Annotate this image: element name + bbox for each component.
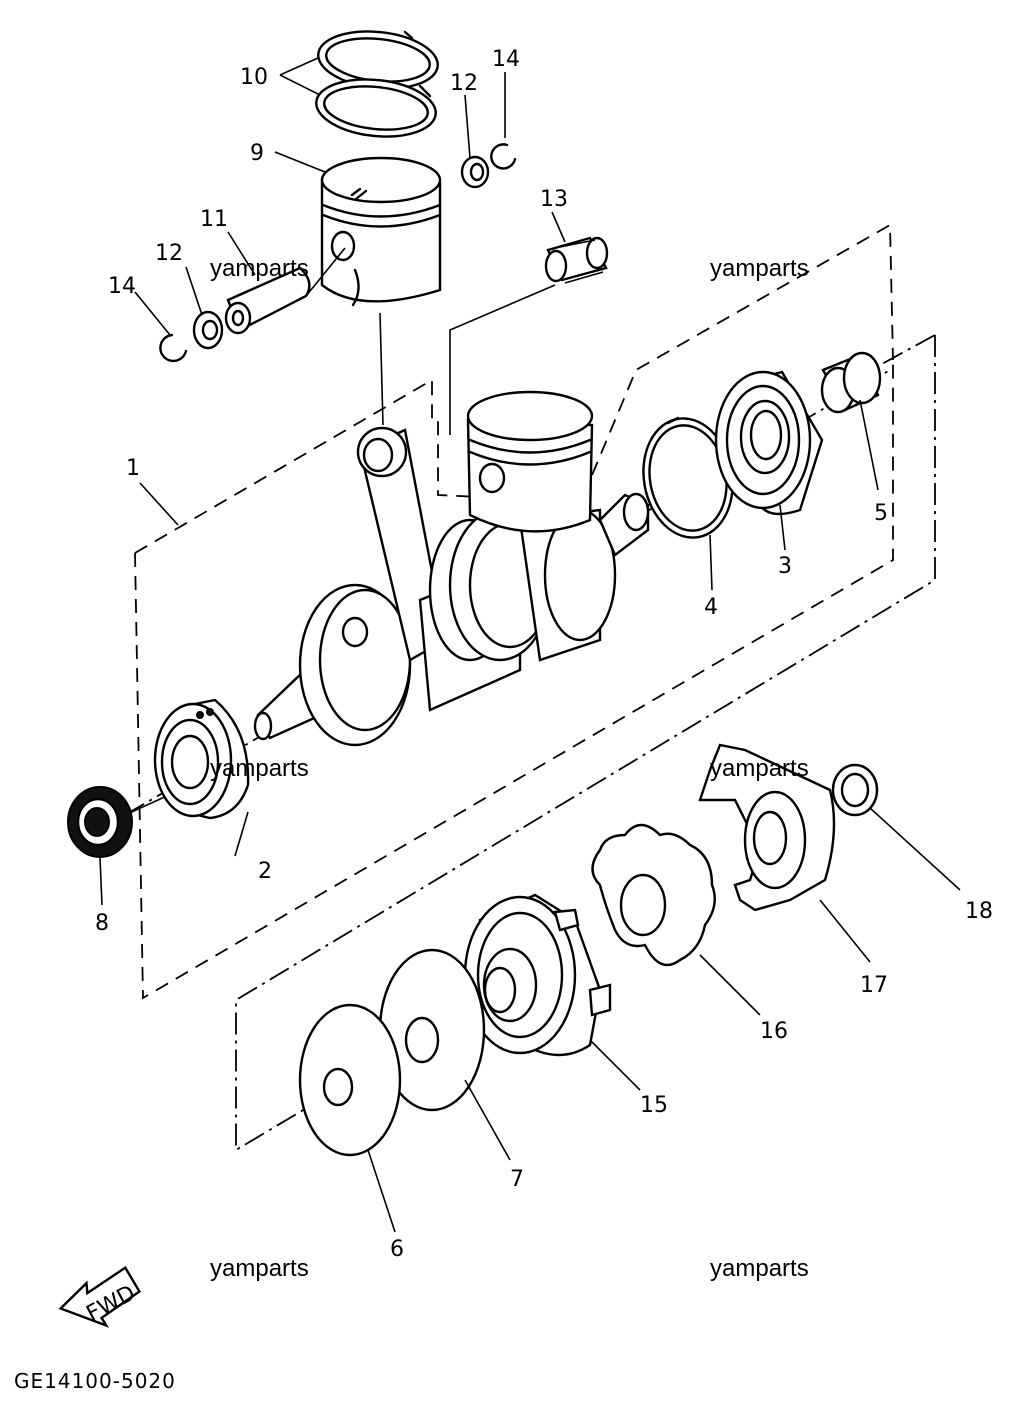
label-14-left: 14 (108, 274, 136, 299)
coupling-15 (463, 893, 612, 1057)
label-5: 5 (874, 501, 888, 526)
label-17: 17 (860, 973, 888, 998)
watermark: yamparts (210, 755, 309, 782)
label-15: 15 (640, 1093, 668, 1118)
label-8: 8 (95, 911, 109, 936)
circlip-top (490, 143, 517, 170)
needle-bearing (544, 236, 609, 284)
label-9: 9 (250, 141, 264, 166)
label-14-top: 14 (492, 47, 520, 72)
piston-rings (315, 30, 439, 138)
label-10: 10 (240, 65, 268, 90)
label-12-top: 12 (450, 71, 478, 96)
bushing (820, 351, 882, 414)
snap-ring (642, 416, 734, 539)
label-4: 4 (704, 595, 718, 620)
crankshaft-assembly-boundary-lower (134, 360, 894, 1000)
coupling-17 (698, 743, 836, 912)
circlip-left (159, 333, 188, 363)
damper-16 (591, 823, 716, 967)
oil-seal (67, 786, 133, 858)
label-3: 3 (778, 554, 792, 579)
guide-line (379, 312, 384, 426)
plate-6 (298, 1003, 402, 1157)
coupling-group-boundary-2 (879, 334, 936, 366)
label-1: 1 (126, 456, 140, 481)
label-7: 7 (510, 1167, 524, 1192)
coupling-group-boundary (235, 335, 936, 1152)
guide-line (449, 284, 556, 435)
label-18: 18 (965, 899, 993, 924)
crankshaft-assembly-boundary (134, 223, 894, 554)
piston (320, 156, 442, 307)
label-11: 11 (200, 207, 228, 232)
piston-pin (224, 247, 346, 335)
washer-top (460, 155, 490, 189)
part-labels: 1 2 3 4 5 6 7 8 9 10 11 12 12 13 14 14 1… (95, 47, 993, 1262)
bearing-right (714, 370, 824, 516)
washer-18 (831, 763, 879, 817)
label-13: 13 (540, 187, 568, 212)
watermarks: yamparts yamparts yamparts yamparts yamp… (210, 255, 809, 1282)
leader-lines (99, 57, 961, 1233)
bearing-left (153, 698, 250, 820)
watermark: yamparts (710, 1255, 809, 1282)
watermark: yamparts (710, 755, 809, 782)
watermark: yamparts (210, 255, 309, 282)
label-16: 16 (760, 1019, 788, 1044)
washer-left (192, 310, 224, 350)
label-6: 6 (390, 1237, 404, 1262)
watermark: yamparts (210, 1255, 309, 1282)
watermark: yamparts (710, 255, 809, 282)
plate-7 (378, 948, 486, 1112)
label-12-left: 12 (155, 241, 183, 266)
label-2: 2 (258, 859, 272, 884)
drawing-code: GE14100-5020 (14, 1369, 176, 1393)
piston-2 (466, 390, 594, 533)
crankshaft (253, 426, 650, 747)
forward-arrow-icon: FWD (58, 1265, 142, 1328)
